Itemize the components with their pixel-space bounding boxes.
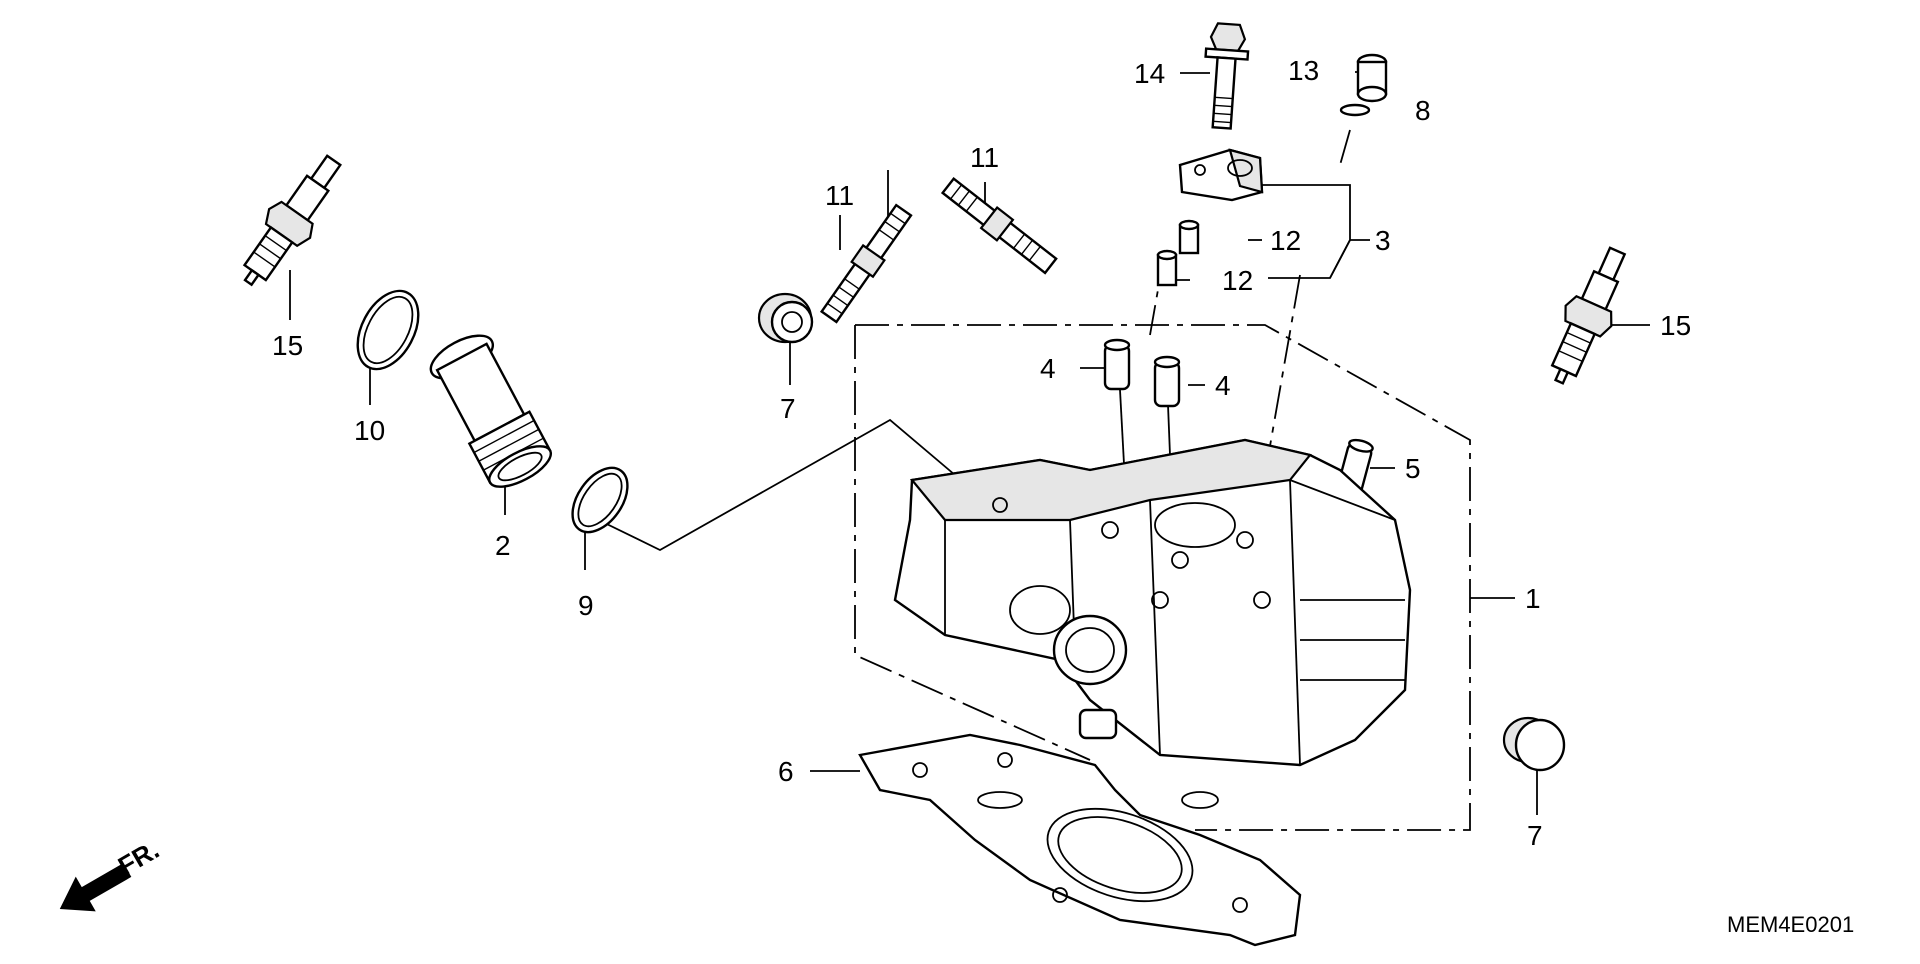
sealing-plug-right (1502, 716, 1566, 772)
stud-bolt-left (819, 203, 913, 324)
collar-13 (1356, 53, 1388, 103)
callout-7a: 7 (780, 393, 796, 424)
callout-11b: 11 (970, 142, 999, 173)
callout-1: 1 (1525, 583, 1541, 614)
dowel-pin-4b (1153, 355, 1181, 408)
callout-15b: 15 (1660, 310, 1691, 341)
o-ring-9 (571, 466, 629, 534)
callout-4a: 4 (1040, 353, 1056, 384)
callout-8: 8 (1415, 95, 1431, 126)
callout-6: 6 (778, 756, 794, 787)
assembly-boundary (854, 324, 1471, 831)
callout-15a: 15 (272, 330, 303, 361)
callout-10: 10 (354, 415, 385, 446)
callout-11a: 11 (825, 180, 854, 211)
clip-8 (1339, 103, 1371, 117)
diagram-code: MEM4E0201 (1727, 912, 1854, 937)
callout-4b: 4 (1215, 370, 1231, 401)
callout-7b: 7 (1527, 820, 1543, 851)
spark-plug-sleeve (429, 334, 552, 488)
spark-plug-left (242, 154, 342, 287)
callout-3: 3 (1375, 225, 1391, 256)
callout-12a: 12 (1270, 225, 1301, 256)
callout-9: 9 (578, 590, 594, 621)
stud-bolt-right (940, 176, 1058, 275)
dowel-pin-lower (1156, 249, 1178, 287)
o-ring-10 (356, 289, 420, 371)
sealing-plug-left (757, 292, 814, 344)
tensioner-bracket (1178, 148, 1264, 202)
front-arrow-icon (59, 863, 132, 912)
callout-labels: 1 2 3 4 4 5 6 7 7 8 9 10 11 11 12 12 13 … (272, 55, 1691, 851)
callout-5: 5 (1405, 453, 1421, 484)
spark-plug-right (1550, 246, 1627, 385)
dowel-pin-upper (1178, 219, 1200, 255)
callout-14: 14 (1134, 58, 1165, 89)
cylinder-head-gasket (858, 733, 1302, 947)
dowel-pin-4a (1103, 338, 1131, 391)
flange-bolt-14 (1204, 22, 1250, 130)
callout-2: 2 (495, 530, 511, 561)
callout-13: 13 (1288, 55, 1319, 86)
cylinder-head (893, 438, 1412, 767)
callout-12b: 12 (1222, 265, 1253, 296)
